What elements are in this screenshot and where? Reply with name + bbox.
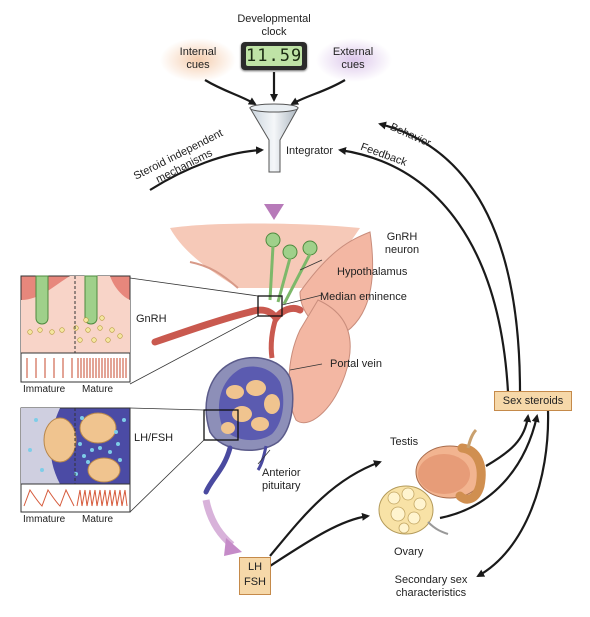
- portal-vein-label: Portal vein: [330, 358, 382, 370]
- testis-to-steroids-arrow: [485, 414, 532, 467]
- steroid-independent-arrow: [149, 146, 264, 191]
- steroid-feedback-arrow: [338, 146, 510, 393]
- internal-cues-arrow: [204, 79, 257, 106]
- lhfsh-inset-immature-caption: Immature: [23, 514, 66, 525]
- gnrh-inset-immature-caption: Immature: [23, 384, 66, 395]
- developmental-clock-icon: 11.59: [241, 42, 307, 70]
- lhfsh-inset-mature-caption: Mature: [82, 514, 114, 525]
- median-eminence-vessels: [151, 295, 304, 359]
- lh-fsh-inset: [20, 407, 131, 513]
- internal-cues-glow: [160, 38, 236, 82]
- hypothalamus-illustration: [170, 223, 374, 424]
- testis-label: Testis: [390, 436, 419, 448]
- ovary-to-steroids-arrow: [439, 414, 540, 520]
- anterior-pituitary-illustration: [203, 357, 294, 495]
- gnrh-inset: [20, 275, 131, 383]
- developmental-clock-title: Developmental clock: [237, 13, 311, 38]
- hypothalamus-label: Hypothalamus: [337, 266, 408, 278]
- external-cues-glow: [316, 38, 392, 82]
- secondary-sex-characteristics-label: Secondary sex characteristics: [394, 574, 468, 599]
- clock-reading: 11.59: [246, 46, 303, 66]
- gnrh-neuron-icon: [265, 232, 318, 305]
- external-cues-arrow: [290, 79, 346, 105]
- lhfsh-inset-label: LH/FSH: [134, 432, 174, 444]
- lh-fsh-box: LH FSH: [239, 557, 271, 595]
- steroids-to-secondary-arrow: [476, 409, 550, 577]
- lhfsh-to-ovary-arrow: [269, 512, 370, 567]
- testis-icon: [415, 428, 486, 504]
- pituitary-to-lhfsh-arrow: [202, 499, 235, 548]
- anterior-pituitary-label: Anterior pituitary: [262, 467, 301, 492]
- median-eminence-label: Median eminence: [320, 291, 407, 303]
- gnrh-inset-mature-caption: Mature: [82, 384, 114, 395]
- integrator-funnel-icon: [249, 103, 299, 173]
- ovary-icon: [378, 485, 449, 535]
- external-cues-label: External cues: [332, 46, 374, 71]
- gnrh-neuron-label: GnRH neuron: [384, 231, 420, 256]
- ovary-label: Ovary: [394, 546, 424, 558]
- lhfsh-to-testis-arrow: [269, 460, 382, 557]
- sex-steroids-box: Sex steroids: [494, 391, 572, 411]
- internal-cues-label: Internal cues: [179, 46, 217, 71]
- behavior-feedback-arrow: [378, 121, 522, 393]
- integrator-label: Integrator: [286, 145, 334, 157]
- gnrh-inset-label: GnRH: [136, 313, 167, 325]
